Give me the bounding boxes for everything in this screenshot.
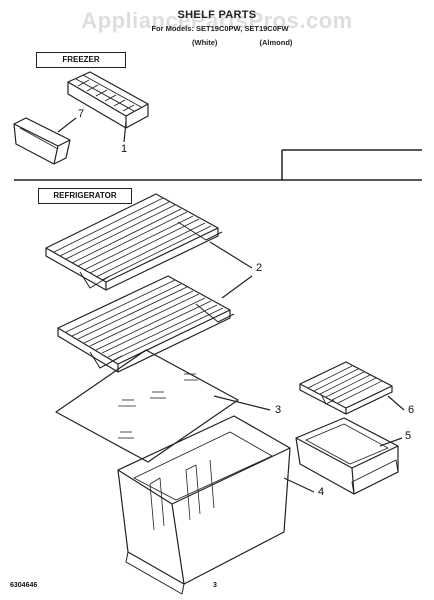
wire-shelf-upper bbox=[45, 193, 223, 291]
callout-1: 1 bbox=[121, 143, 128, 155]
callout-5: 5 bbox=[405, 430, 412, 442]
meat-pan-cover bbox=[299, 361, 393, 415]
wire-shelf-lower bbox=[57, 275, 235, 373]
callout-4: 4 bbox=[318, 486, 325, 498]
refrigerator-label: REFRIGERATOR bbox=[38, 188, 132, 204]
callout-3: 3 bbox=[275, 404, 282, 416]
leader-6 bbox=[387, 395, 405, 411]
leader-2a bbox=[209, 241, 253, 269]
variant-white: (White) bbox=[192, 38, 218, 47]
page-number: 3 bbox=[213, 582, 217, 589]
freezer-label: FREEZER bbox=[36, 52, 126, 68]
ice-bin bbox=[13, 117, 71, 165]
callout-2: 2 bbox=[256, 262, 263, 274]
leader-5 bbox=[379, 437, 403, 447]
document-number: 6304646 bbox=[10, 582, 38, 589]
leader-1 bbox=[123, 121, 127, 143]
callout-7: 7 bbox=[78, 108, 85, 120]
section-divider bbox=[14, 149, 422, 181]
diagram-title: SHELF PARTS bbox=[177, 9, 257, 21]
leader-3 bbox=[213, 395, 271, 411]
watermark: AppliancePartsPros.com bbox=[81, 8, 353, 33]
leader-4 bbox=[283, 477, 315, 493]
variant-almond: (Almond) bbox=[259, 38, 293, 47]
leader-7 bbox=[57, 117, 77, 133]
callout-6: 6 bbox=[408, 404, 415, 416]
crisper-drawer bbox=[117, 415, 291, 595]
meat-pan bbox=[295, 417, 399, 495]
model-numbers: For Models: SET19C0PW, SET19C0FW bbox=[151, 24, 289, 33]
color-variants: (White) (Almond) bbox=[192, 38, 292, 47]
glass-shelf bbox=[55, 349, 239, 463]
leader-2b bbox=[221, 275, 253, 299]
ice-cube-tray bbox=[67, 71, 149, 129]
